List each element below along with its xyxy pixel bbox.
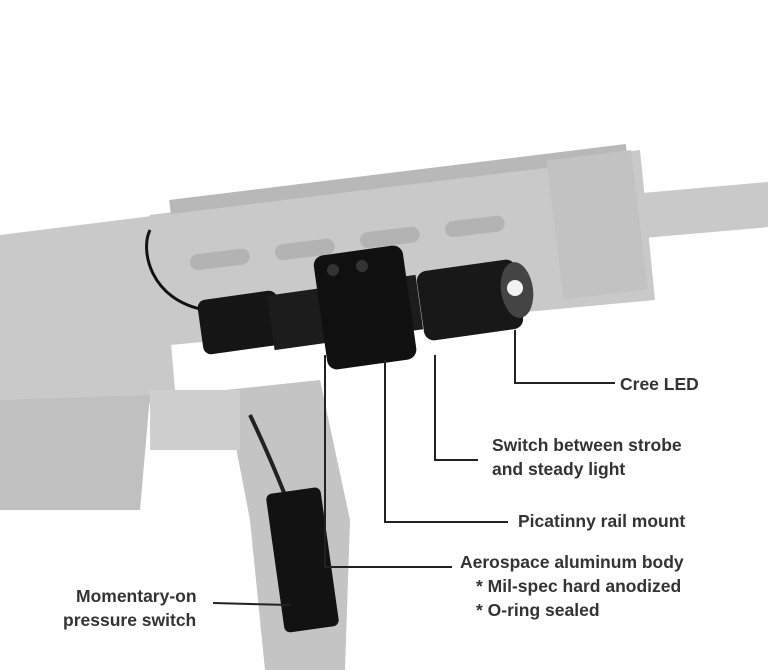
pressure-switch-pad xyxy=(266,487,339,633)
switch-cable xyxy=(248,414,287,496)
leader-cree-led xyxy=(514,330,615,384)
cree-led-icon xyxy=(507,280,523,296)
label-switch-line1: Switch between strobe xyxy=(492,435,682,455)
magazine-well xyxy=(0,395,150,510)
handguard-slots xyxy=(190,215,505,271)
rifle-barrel xyxy=(618,181,768,240)
flashlight-tailcap xyxy=(197,290,283,355)
gas-block xyxy=(546,150,648,300)
rail-teeth xyxy=(169,143,628,214)
pressure-cable xyxy=(145,229,206,312)
label-rail-mount: Picatinny rail mount xyxy=(518,511,686,531)
label-cree-led: Cree LED xyxy=(620,374,699,394)
label-pressure-line1: Momentary-on xyxy=(76,586,197,606)
label-pressure-line2: pressure switch xyxy=(63,610,197,630)
flashlight-head xyxy=(416,259,524,341)
mount-screw xyxy=(327,264,339,276)
leader-switch xyxy=(434,355,478,461)
leader-body xyxy=(324,355,452,568)
leader-lines xyxy=(212,330,615,606)
flashlight xyxy=(145,229,534,633)
rifle-receiver xyxy=(0,215,175,420)
leader-pressure-switch xyxy=(212,602,291,606)
mount-screw xyxy=(356,260,368,272)
trigger-guard xyxy=(150,390,240,450)
leader-rail-mount xyxy=(384,360,508,523)
label-body-line1: Aerospace aluminum body xyxy=(460,552,684,572)
label-body-line3: * O-ring sealed xyxy=(476,600,600,620)
label-body-line2: * Mil-spec hard anodized xyxy=(476,576,682,596)
label-switch-line2: and steady light xyxy=(492,459,626,479)
rail-mount-clamp xyxy=(313,245,417,370)
